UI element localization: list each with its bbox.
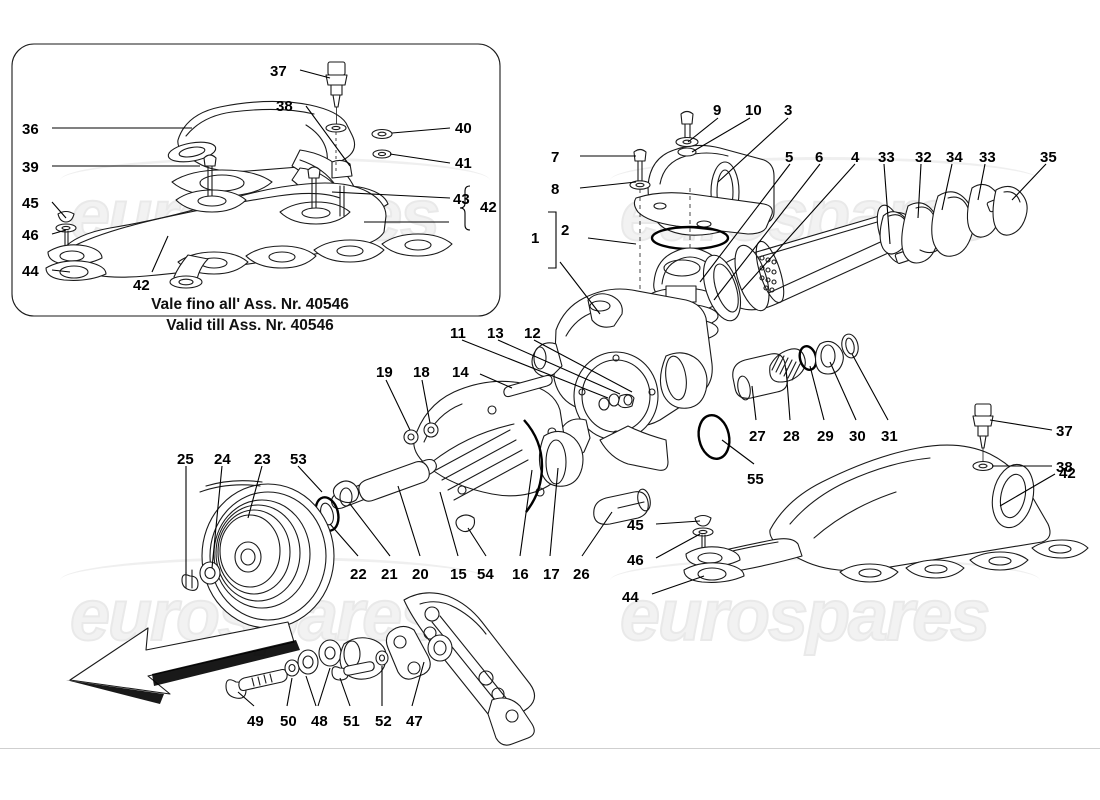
callout-11: 11 <box>450 325 466 342</box>
callout-37: 37 <box>1056 423 1073 440</box>
hose-boots-and-clamps <box>879 183 1028 264</box>
callout-31: 31 <box>881 428 898 445</box>
callout-44: 44 <box>22 263 39 280</box>
callout-40: 40 <box>455 120 472 137</box>
tensioner-bracket <box>403 592 536 746</box>
callout-46: 46 <box>22 227 39 244</box>
cover-bolt-9-10 <box>675 110 699 157</box>
callout-3: 3 <box>784 102 793 119</box>
callout-53: 53 <box>290 451 307 468</box>
callout-54: 54 <box>477 566 494 583</box>
callout-39: 39 <box>22 159 39 176</box>
callout-27: 27 <box>749 428 766 445</box>
callout-5: 5 <box>785 149 794 166</box>
callout-38: 38 <box>276 98 293 115</box>
callout-29: 29 <box>817 428 834 445</box>
cover-bolt-7-8 <box>629 148 651 330</box>
callout-28: 28 <box>783 428 800 445</box>
callout-23: 23 <box>254 451 271 468</box>
plug-54 <box>455 514 476 533</box>
inset-caption-italian: Vale fino all' Ass. Nr. 40546 <box>151 296 349 313</box>
callout-41: 41 <box>455 155 472 172</box>
callout-50: 50 <box>280 713 297 730</box>
callout-7: 7 <box>551 149 560 166</box>
callout-45: 45 <box>627 517 644 534</box>
callout-42: 42 <box>480 199 497 216</box>
callout-9: 9 <box>713 102 722 119</box>
inset-washers <box>371 128 393 159</box>
callout-16: 16 <box>512 566 529 583</box>
thermostat-housing-cover <box>633 144 775 300</box>
small-washers-18-19 <box>403 422 439 445</box>
callout-6: 6 <box>815 149 824 166</box>
flange-fasteners <box>598 393 635 411</box>
callout-38: 38 <box>1056 459 1073 476</box>
callout-43: 43 <box>453 191 470 208</box>
callout-14: 14 <box>452 364 469 381</box>
callout-26: 26 <box>573 566 590 583</box>
callout-51: 51 <box>343 713 360 730</box>
orientation-arrow <box>66 621 300 704</box>
callout-1: 1 <box>531 230 540 247</box>
inset-sensor-37 <box>325 61 348 172</box>
pulley <box>181 480 335 629</box>
callout-2: 2 <box>561 222 570 239</box>
callout-19: 19 <box>376 364 393 381</box>
callout-17: 17 <box>543 566 560 583</box>
callout-10: 10 <box>745 102 762 119</box>
callout-21: 21 <box>381 566 398 583</box>
callout-8: 8 <box>551 181 560 198</box>
callout-55: 55 <box>747 471 764 488</box>
callout-18: 18 <box>413 364 430 381</box>
callout-22: 22 <box>350 566 367 583</box>
callout-45: 45 <box>22 195 39 212</box>
lower-right-manifold <box>699 444 1089 583</box>
callout-4: 4 <box>851 149 860 166</box>
callout-25: 25 <box>177 451 194 468</box>
callout-49: 49 <box>247 713 264 730</box>
callout-24: 24 <box>214 451 231 468</box>
callout-12: 12 <box>524 325 541 342</box>
page-divider <box>0 748 1100 749</box>
callout-33: 33 <box>878 149 895 166</box>
callout-33: 33 <box>979 149 996 166</box>
callout-37: 37 <box>270 63 287 80</box>
inset-bolt-stack <box>45 210 107 281</box>
valve-spring-stack <box>732 333 859 401</box>
dowel-14 <box>503 374 553 398</box>
callout-44: 44 <box>622 589 639 606</box>
inset-box <box>11 43 501 317</box>
callout-52: 52 <box>375 713 392 730</box>
inset-caption-english: Valid till Ass. Nr. 40546 <box>166 317 334 334</box>
callout-42: 42 <box>1059 465 1076 482</box>
callout-15: 15 <box>450 566 467 583</box>
water-pump-body <box>413 380 584 513</box>
callout-35: 35 <box>1040 149 1057 166</box>
callout-20: 20 <box>412 566 429 583</box>
callout-34: 34 <box>946 149 963 166</box>
callout-30: 30 <box>849 428 866 445</box>
callout-42: 42 <box>133 277 150 294</box>
inset-lower-manifold <box>61 154 453 289</box>
inset-leader-lines <box>51 69 471 273</box>
callout-13: 13 <box>487 325 504 342</box>
callout-48: 48 <box>311 713 328 730</box>
oring-55 <box>697 414 731 460</box>
main-leader-lines <box>185 117 1056 707</box>
callout-46: 46 <box>627 552 644 569</box>
callout-47: 47 <box>406 713 423 730</box>
bolt-row-47-52 <box>225 625 453 699</box>
callout-36: 36 <box>22 121 39 138</box>
callout-32: 32 <box>915 149 932 166</box>
